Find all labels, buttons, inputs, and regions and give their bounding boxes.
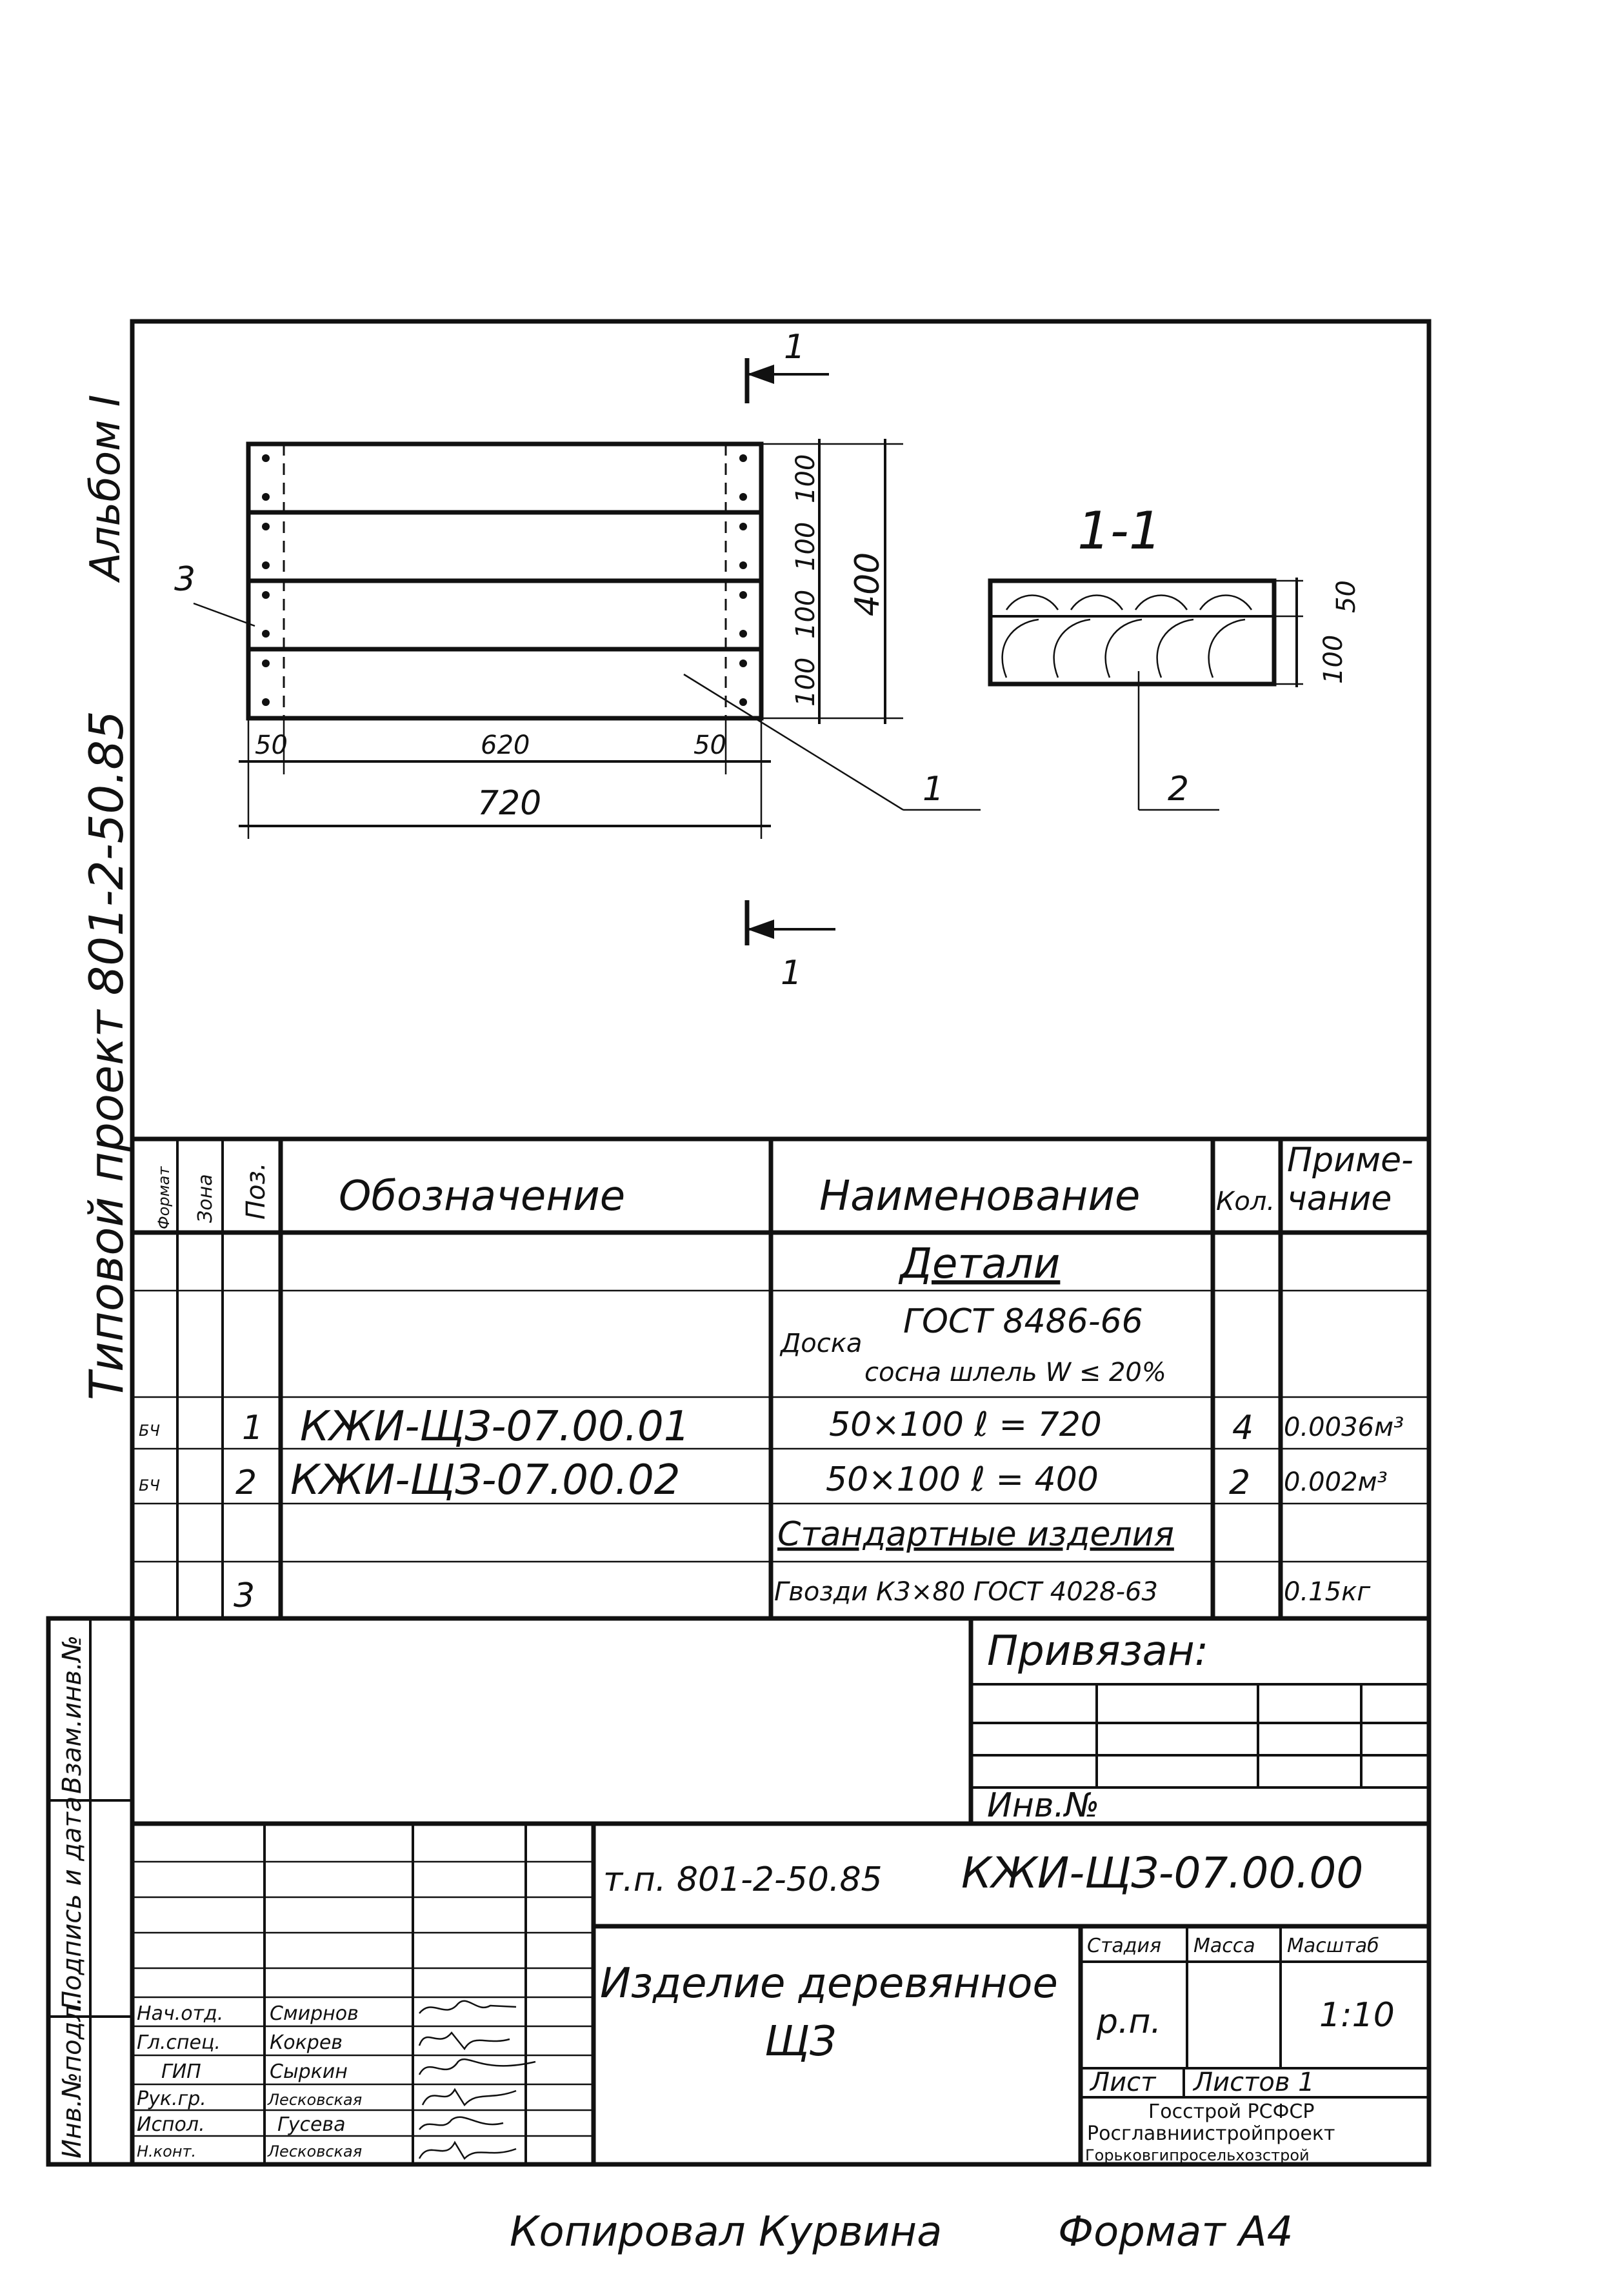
document-code: КЖИ-ЩЗ-07.00.00 [961, 1848, 1363, 1898]
header-note-2: чание [1287, 1180, 1392, 1218]
header-note-1: Приме- [1287, 1141, 1413, 1180]
row2-name: 50×100 ℓ = 400 [826, 1460, 1099, 1499]
org-line1: Госстрой РСФСР [1148, 2100, 1314, 2123]
row2-designation: КЖИ-ЩЗ-07.00.02 [290, 1456, 680, 1504]
nail-marks [262, 454, 747, 706]
org-line2: Росглавниистройпроект [1087, 2122, 1335, 2145]
org-line3: Горьковгипросельхозстрой [1085, 2146, 1310, 2164]
signer-name-2: Кокрев [270, 2031, 343, 2054]
sheet-frame [130, 319, 1432, 2167]
section-details: Детали [898, 1240, 1060, 1288]
row1-name: 50×100 ℓ = 720 [829, 1405, 1102, 1444]
signer-role-3: ГИП [161, 2060, 201, 2083]
dim-height-total: 400 [848, 552, 887, 616]
dim-width-right: 50 [694, 730, 726, 760]
material-spec: сосна шлель W ≤ 20% [864, 1358, 1166, 1387]
sheets-label: Листов 1 [1192, 2068, 1315, 2097]
scale-label: Масштаб [1287, 1935, 1379, 1957]
project-number-label: Типовой проект 801-2-50.85 [79, 710, 134, 1400]
binding-inv: Инв.№ [987, 1786, 1099, 1825]
dim-width-left: 50 [255, 730, 288, 760]
dim-height-4: 100 [791, 658, 821, 707]
signer-role-5: Испол. [137, 2113, 205, 2136]
sheet-label: Лист [1089, 2068, 1157, 2097]
header-name: Наименование [819, 1173, 1140, 1220]
width-dimensions: 50 620 50 720 [239, 718, 771, 839]
dim-height-2: 100 [791, 522, 821, 571]
svg-text:3: 3 [174, 560, 195, 599]
row1-format: БЧ [139, 1422, 160, 1440]
header-qty: Кол. [1216, 1187, 1275, 1216]
dim-height-1: 100 [791, 454, 821, 503]
binding-title: Привязан: [987, 1627, 1208, 1675]
section-label: 1-1 [1077, 501, 1162, 561]
stage-label: Стадия [1087, 1935, 1161, 1957]
signer-name-4: Лесковская [267, 2091, 362, 2109]
section-dim-50: 50 [1332, 580, 1361, 613]
plan-view [246, 441, 764, 721]
row2-note: 0.002м³ [1284, 1467, 1388, 1497]
album-label: Альбом I [82, 394, 130, 583]
signature-marks [418, 2000, 536, 2160]
row1-pos: 1 [242, 1409, 263, 1447]
row1-note: 0.0036м³ [1284, 1413, 1404, 1442]
footer-copied-by: Копировал Курвина [510, 2208, 942, 2256]
strip-replace-inv: Взам.инв.№ [57, 1635, 87, 1794]
callout-1: 1 [683, 673, 981, 811]
material-label: Доска [779, 1329, 862, 1358]
cut-mark-top: 1 [744, 328, 829, 403]
header-format: Формат [155, 1166, 173, 1229]
binding-box [968, 1616, 1432, 1826]
row1-qty: 4 [1232, 1409, 1253, 1447]
signer-name-3: Сыркин [270, 2060, 348, 2083]
dim-width-total: 720 [477, 784, 541, 823]
cut-mark-bottom: 1 [744, 900, 835, 992]
svg-text:1: 1 [784, 328, 805, 367]
product-name-line1: Изделие деревянное [600, 1960, 1058, 2008]
row1-designation: КЖИ-ЩЗ-07.00.01 [300, 1403, 690, 1451]
stage-value: р.п. [1096, 2002, 1161, 2041]
footer-format: Формат А4 [1058, 2208, 1293, 2256]
scale-value: 1:10 [1319, 1996, 1395, 2035]
header-zone: Зона [194, 1174, 217, 1223]
header-pos: Поз. [241, 1162, 271, 1220]
title-block [132, 1821, 1429, 2164]
row2-format: БЧ [139, 1476, 160, 1495]
dim-height-3: 100 [791, 590, 821, 639]
signer-role-4: Рук.гр. [137, 2088, 206, 2110]
spec-table [132, 1136, 1429, 1621]
left-stamp-strip [46, 1616, 135, 2167]
signer-role-6: Н.конт. [137, 2142, 196, 2160]
svg-text:1: 1 [923, 770, 944, 809]
signer-role-1: Нач.отд. [137, 2002, 223, 2025]
signer-name-5: Гусева [277, 2113, 345, 2136]
height-dimensions: 100 100 100 100 400 [761, 439, 903, 724]
callout-2: 2 [1137, 671, 1219, 811]
strip-inv-orig: Инв.№подл. [57, 1997, 87, 2159]
row3-pos: 3 [234, 1576, 255, 1615]
section-dim-100: 100 [1319, 635, 1348, 684]
material-std: ГОСТ 8486-66 [903, 1302, 1143, 1341]
callout-3: 3 [174, 560, 255, 627]
row2-qty: 2 [1229, 1464, 1250, 1502]
dim-width-middle: 620 [481, 730, 530, 760]
row3-note: 0.15кг [1284, 1577, 1371, 1607]
section-standard: Стандартные изделия [777, 1515, 1174, 1554]
signer-name-6: Лесковская [267, 2142, 362, 2160]
product-name-line2: ЩЗ [764, 2018, 836, 2066]
project-code: т.п. 801-2-50.85 [603, 1860, 883, 1899]
signer-role-2: Гл.спец. [137, 2031, 221, 2054]
signer-name-1: Смирнов [270, 2002, 359, 2025]
header-designation: Обозначение [339, 1173, 625, 1220]
strip-sign-date: Подпись и дата [57, 1797, 87, 2010]
svg-text:2: 2 [1168, 770, 1189, 809]
row3-name: Гвозди К3×80 ГОСТ 4028-63 [774, 1577, 1158, 1607]
mass-label: Масса [1193, 1935, 1255, 1957]
row2-pos: 2 [235, 1464, 257, 1502]
svg-text:1: 1 [781, 954, 802, 992]
section-view: 50 100 [988, 578, 1361, 687]
